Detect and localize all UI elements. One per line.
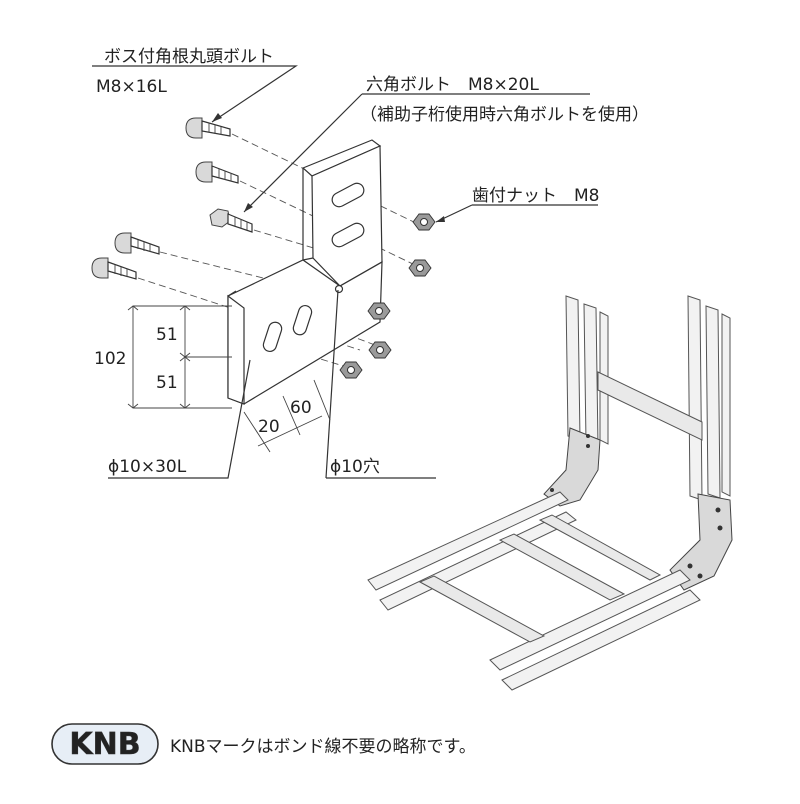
dim-total-height: 102 <box>94 349 126 369</box>
hex-bolt-name-label: 六角ボルト M8×20L <box>366 75 539 95</box>
dim-lower-half: 51 <box>156 373 178 393</box>
nut-3 <box>367 302 391 320</box>
nut-label: 歯付ナット M8 <box>472 186 599 206</box>
knb-badge: KNB <box>51 723 159 765</box>
round-head-bolt-2 <box>195 161 239 184</box>
hex-bolt-note-label: （補助子桁使用時六角ボルトを使用） <box>360 104 649 125</box>
hex-bolt <box>209 208 253 233</box>
round-head-bolt-3 <box>114 232 160 255</box>
dim-spacing-a: 20 <box>258 417 280 437</box>
round-head-bolt-1 <box>185 117 231 139</box>
round-bolt-name-label: ボス付角根丸頭ボルト <box>104 47 274 67</box>
nut-4 <box>368 341 392 359</box>
slot-size-label: ϕ10×30L <box>108 457 187 477</box>
round-head-bolt-4 <box>91 257 137 280</box>
dim-upper-half: 51 <box>156 325 178 345</box>
nut-5 <box>339 361 363 379</box>
nut-1 <box>412 213 436 231</box>
splice-plate <box>227 139 383 405</box>
dimension-lines <box>127 305 331 453</box>
hole-size-label: ϕ10穴 <box>330 457 380 477</box>
nut-2 <box>408 259 432 277</box>
round-bolt-size-label: M8×16L <box>96 77 167 97</box>
cable-ladder-illustration <box>367 295 733 691</box>
leader-lines <box>92 65 598 479</box>
footer-caption: KNBマークはボンド線不要の略称です。 <box>170 737 476 757</box>
badge-text: KNB <box>69 727 140 762</box>
dim-spacing-b: 60 <box>290 398 312 418</box>
